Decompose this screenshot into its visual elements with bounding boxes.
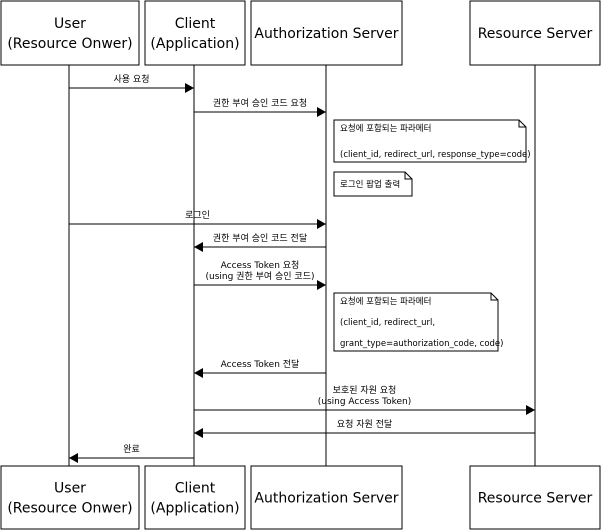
participant-label: (Application) xyxy=(150,36,239,52)
message-label: 사용 요청 xyxy=(114,74,150,85)
participant-label: (Resource Onwer) xyxy=(7,36,132,52)
participant-box xyxy=(250,0,403,66)
note: 요청에 포함되는 파라메터 (client_id, redirect_url, r… xyxy=(333,119,531,163)
message-label: Access Token 요청 xyxy=(221,260,300,271)
note-text: (client_id, redirect_url, xyxy=(340,318,435,328)
participant-box xyxy=(144,0,246,66)
participant-label: Resource Server xyxy=(478,26,593,42)
message-label: (using Access Token) xyxy=(318,397,411,407)
participant-label: (Application) xyxy=(150,501,239,517)
participant-box xyxy=(0,0,140,66)
message-label: 완료 xyxy=(123,444,140,455)
note: 로그인 팝업 출력 xyxy=(333,171,413,197)
message-label: 로그인 xyxy=(185,210,210,221)
message: 로그인 xyxy=(69,210,326,229)
participant-client-top: Client (Application) xyxy=(144,0,246,66)
note: 요청에 포함되는 파라메터 (client_id, redirect_url,gr… xyxy=(333,292,503,352)
participant-box xyxy=(469,465,601,530)
message: 보호된 자원 요청(using Access Token) xyxy=(194,384,535,415)
note-box xyxy=(333,119,527,163)
note-text: (client_id, redirect_url, response_type=… xyxy=(340,150,531,160)
participant-user-bottom: User (Resource Onwer) xyxy=(0,465,140,530)
participant-label: Client xyxy=(175,481,216,497)
note-fold xyxy=(518,120,526,128)
participant-label: (Resource Onwer) xyxy=(7,501,132,517)
participant-user-top: User (Resource Onwer) xyxy=(0,0,140,66)
participant-client-bottom: Client (Application) xyxy=(144,465,246,530)
message: Access Token 전달 xyxy=(194,358,326,378)
participant-resource-bottom: Resource Server xyxy=(469,465,601,530)
message: 사용 요청 xyxy=(69,74,194,93)
message-label: 권한 부여 승인 코드 전달 xyxy=(213,232,307,244)
message: Access Token 요청(using 권한 부여 승인 코드) xyxy=(194,260,326,290)
participant-label: Authorization Server xyxy=(254,491,398,507)
note-text: 로그인 팝업 출력 xyxy=(340,179,400,190)
participant-label: User xyxy=(54,16,86,32)
note-box xyxy=(333,292,499,352)
participant-label: Authorization Server xyxy=(254,26,398,42)
participant-resource-top: Resource Server xyxy=(469,0,601,66)
note-box xyxy=(333,171,413,197)
message: 완료 xyxy=(69,444,194,463)
participant-box xyxy=(469,0,601,66)
note-fold xyxy=(404,172,412,180)
message: 권한 부여 승인 코드 전달 xyxy=(194,232,326,252)
note-text: 요청에 포함되는 파라메터 xyxy=(340,297,431,307)
note-text: grant_type=authorization_code, code) xyxy=(340,339,503,349)
message-label: 요청 자원 전달 xyxy=(337,418,392,430)
note-fold xyxy=(490,293,498,301)
message: 권한 부여 승인 코드 요청 xyxy=(194,97,326,117)
participant-label: Resource Server xyxy=(478,491,593,507)
message-label: Access Token 전달 xyxy=(221,358,300,370)
participant-box xyxy=(0,465,140,530)
message-label: (using 권한 부여 승인 코드) xyxy=(205,270,314,282)
participant-label: Client xyxy=(175,16,216,32)
participant-label: User xyxy=(54,481,86,497)
participant-box xyxy=(250,465,403,530)
note-text: 요청에 포함되는 파라메터 xyxy=(340,124,431,134)
participant-auth-bottom: Authorization Server xyxy=(250,465,403,530)
message-label: 권한 부여 승인 코드 요청 xyxy=(213,97,307,109)
participant-auth-top: Authorization Server xyxy=(250,0,403,66)
message-label: 보호된 자원 요청 xyxy=(333,384,397,396)
participant-box xyxy=(144,465,246,530)
message: 요청 자원 전달 xyxy=(194,418,535,438)
